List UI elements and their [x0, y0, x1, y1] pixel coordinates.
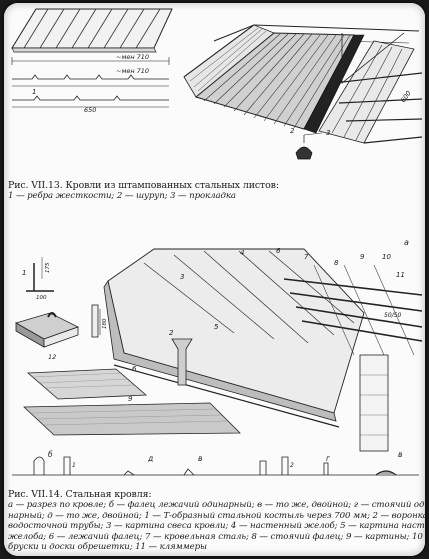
fig14-label-4: 4 — [240, 249, 244, 257]
fig14-label-g: г — [326, 454, 330, 463]
fig13-caption-title: Рис. VII.13. Кровли из штампованных стал… — [8, 180, 279, 191]
fig13-label-1: 1 — [32, 88, 36, 96]
fig14-dim-175: 175 — [45, 262, 51, 273]
fig14-label-d: д — [147, 454, 153, 463]
fig14-label-1: 1 — [22, 269, 26, 277]
fig14-dim-100: 100 — [36, 295, 47, 301]
fig13-caption: Рис. VII.13. Кровли из штампованных стал… — [8, 180, 424, 202]
fig14-sheet-label-9: 9 — [128, 395, 133, 403]
fig14-label-s2: 2 — [290, 462, 294, 469]
fig14-dim-180: 180 — [102, 318, 108, 329]
fig13-label-3: 3 — [326, 129, 330, 137]
fig14-seam-profiles: б д в г в 1 2 — [12, 450, 419, 476]
fig14-dim-5050: 50/50 — [384, 312, 401, 319]
fig14-label-5: 5 — [214, 323, 219, 331]
fig13-dim-3: 650 — [84, 106, 96, 114]
fig14-label-b: б — [48, 450, 53, 459]
fig14-caption-line-2: нарный; д — то же, двойной; 1 — Т-образн… — [8, 510, 425, 521]
fig13-dim-1: ~мен 710 — [116, 53, 149, 61]
fig14-label-v2: в — [398, 450, 402, 459]
fig13-profile-2: ~мен 710 — [12, 67, 169, 87]
fig14-clip-detail: 180 — [91, 304, 108, 338]
fig14-caption-line-5: бруски и доски обрешетки; 11 — кляммеры — [8, 542, 207, 553]
fig13-dim-2: ~мен 710 — [116, 67, 149, 75]
fig13-roof-perspective: 600 2 3 — [183, 24, 423, 160]
fig14-drawings: 1 175 100 12 180 — [12, 238, 423, 476]
document-page: ~мен 710 ~мен 710 1 650 — [4, 3, 425, 556]
fig14-label-2: 2 — [169, 329, 174, 337]
fig13-label-2: 2 — [290, 127, 295, 135]
fig13-profile-1: ~мен 710 — [11, 53, 170, 65]
fig13-caption-legend: 1 — ребра жесткости; 2 — шуруп; 3 — прок… — [8, 191, 236, 202]
fig14-label-3: 3 — [180, 273, 184, 281]
fig13-profile-3: 1 650 — [12, 88, 169, 114]
fig14-caption-line-1: а — разрез по кровле; б — фалец лежачий … — [8, 500, 425, 511]
fig14-label-6: 6 — [276, 247, 281, 255]
fig14-label-v: в — [198, 454, 202, 463]
fig14-caption: Рис. VII.14. Стальная кровля: а — разрез… — [8, 489, 425, 553]
fig13-drawings: ~мен 710 ~мен 710 1 650 — [11, 8, 423, 160]
fig14-label-s1: 1 — [72, 462, 76, 469]
fig14-label-12: 12 — [48, 353, 56, 361]
fig14-label-11: 11 — [396, 271, 405, 279]
fig14-label-a: а — [404, 238, 409, 247]
fig14-caption-line-4: желоба; 6 — лежачий фалец; 7 — кровельна… — [8, 531, 425, 542]
fig13-stamped-sheet — [11, 8, 173, 53]
fig14-label-9: 9 — [360, 253, 365, 261]
fig14-t-crutch: 1 175 100 — [22, 257, 54, 301]
fig14-block-12: 12 — [14, 312, 80, 361]
fig14-caption-title: Рис. VII.14. Стальная кровля: — [8, 489, 152, 500]
fig13-dim-600: 600 — [399, 89, 413, 104]
fig14-caption-line-3: водосточной трубы; 3 — картина свеса кро… — [8, 521, 425, 532]
fig14-label-10: 10 — [382, 253, 391, 261]
fig14-roof-section: а 2 3 4 5 6 7 8 9 10 11 50/50 — [103, 238, 423, 452]
fig14-label-8: 8 — [334, 259, 339, 267]
fig14-sheets: 6 9 — [23, 365, 241, 436]
fig14-label-7: 7 — [304, 253, 309, 261]
fig14-sheet-label-6: 6 — [132, 365, 137, 373]
